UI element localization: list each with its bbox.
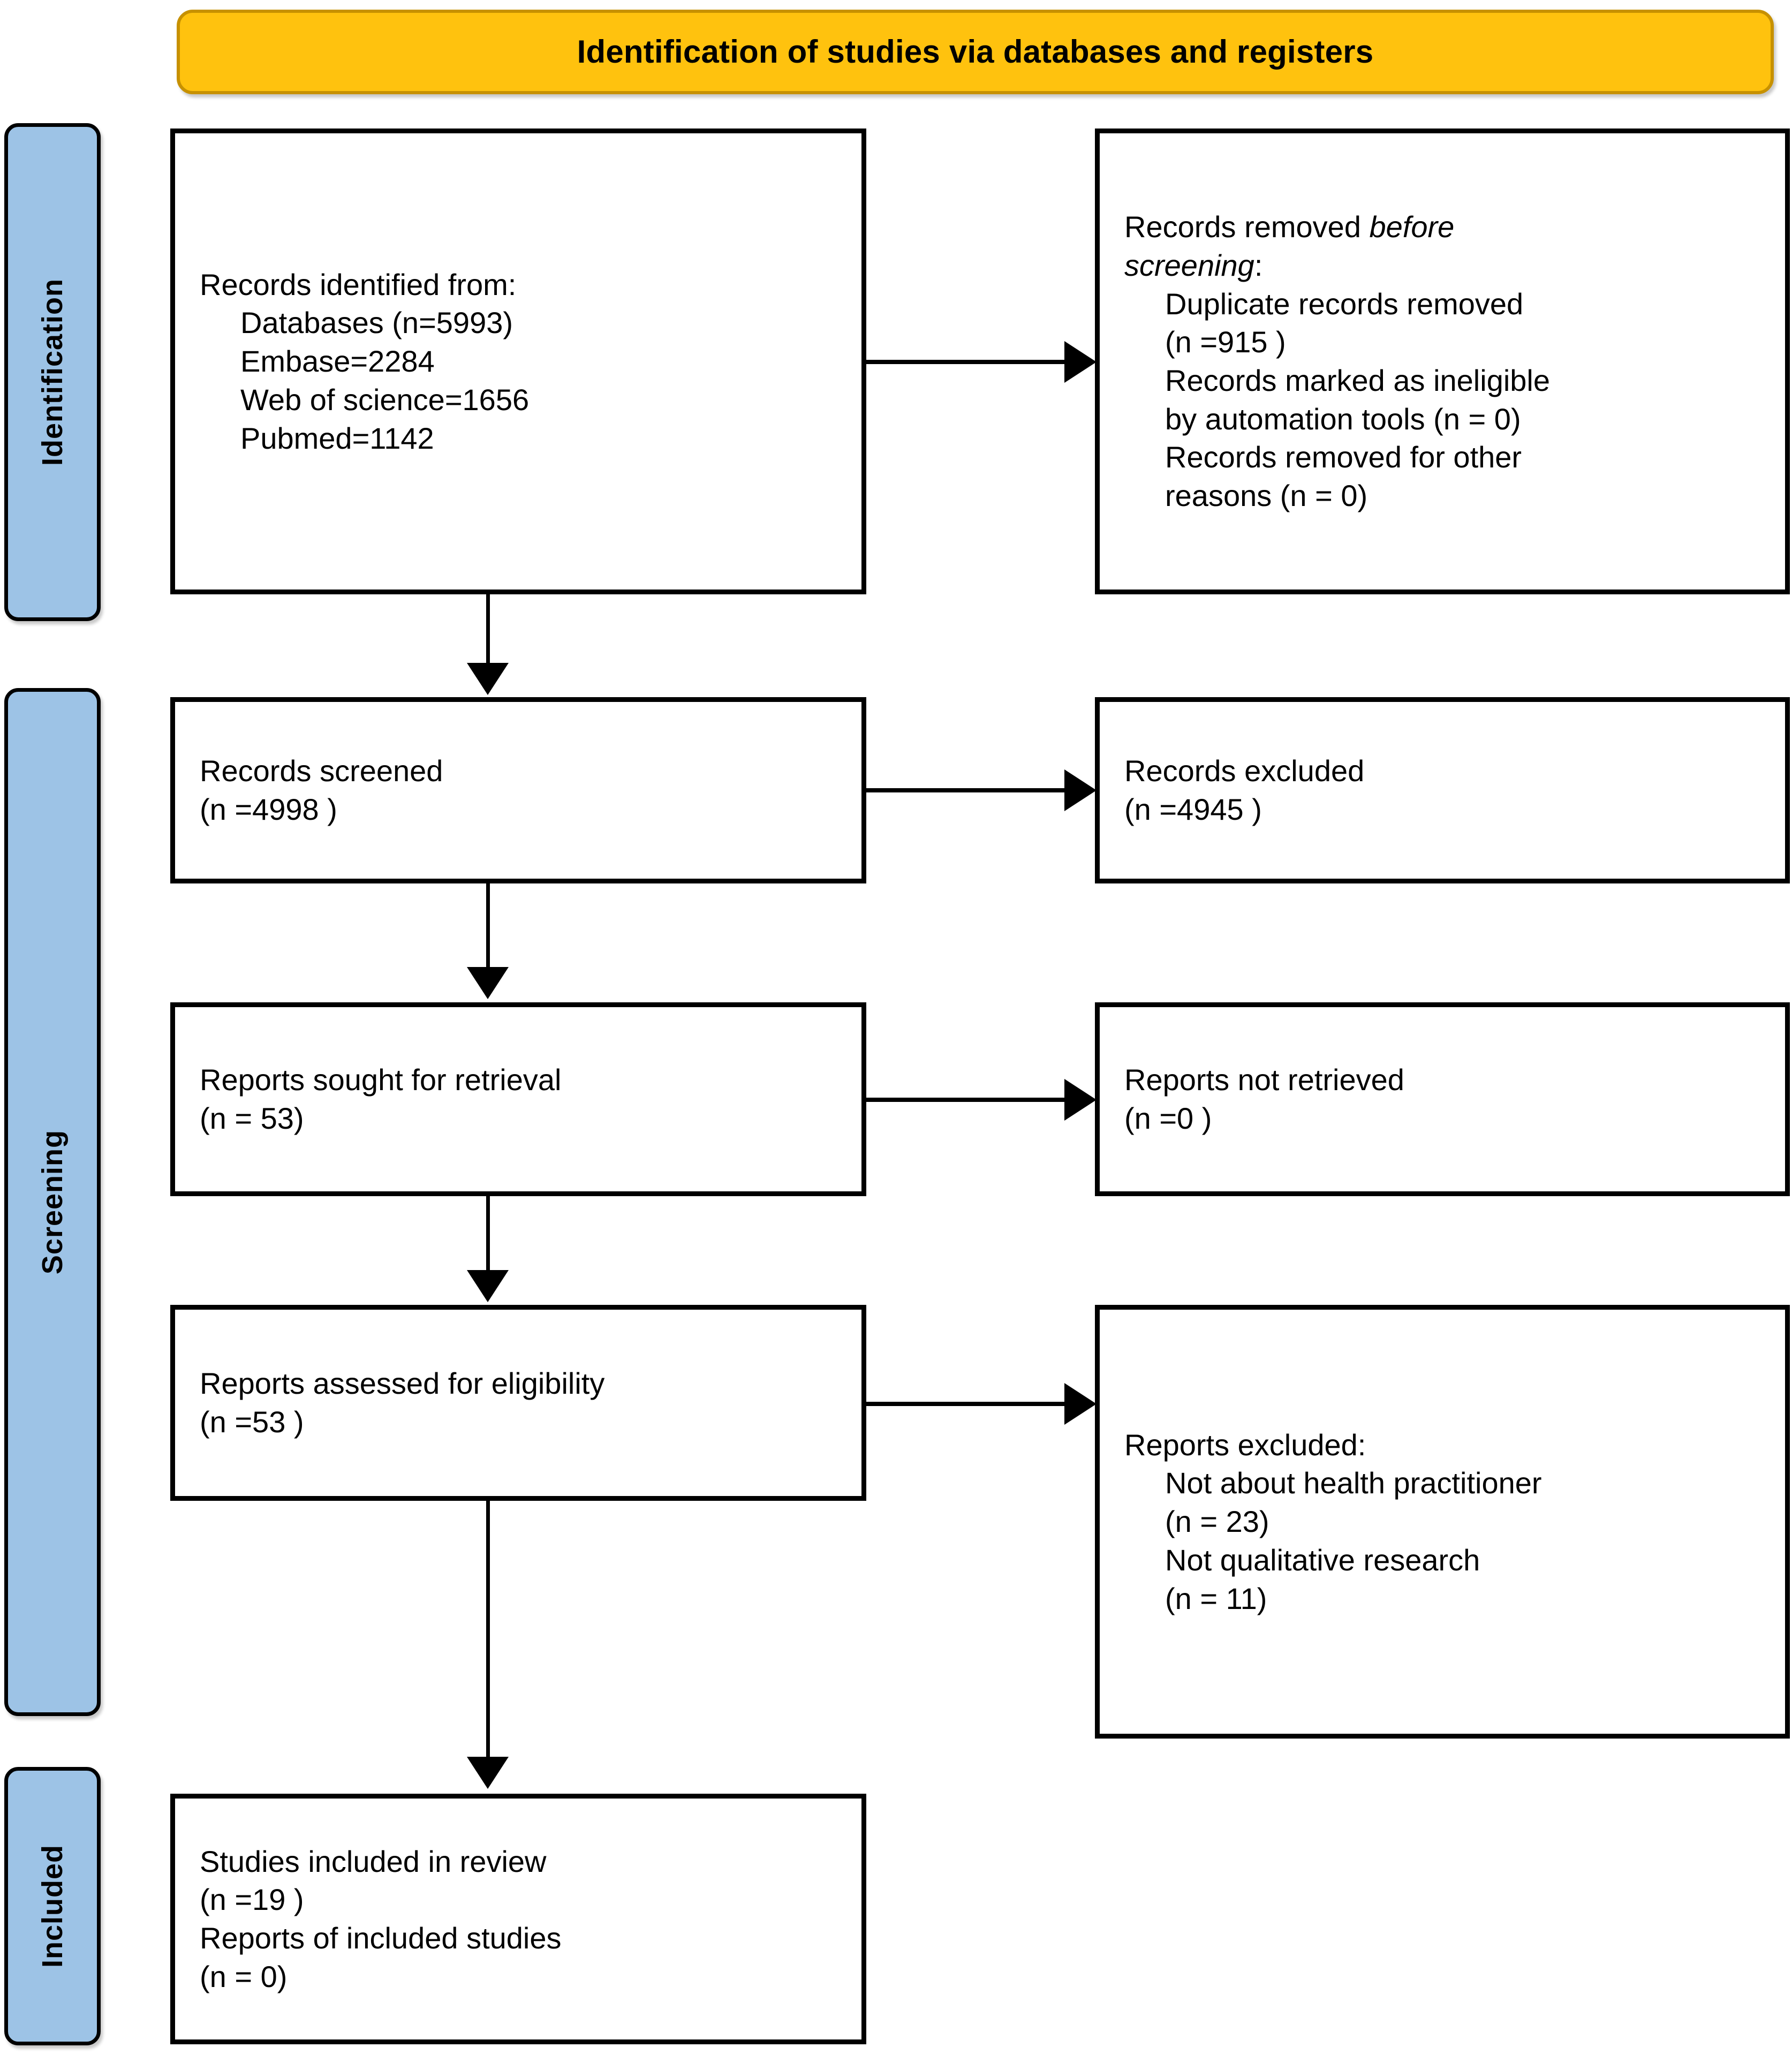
records-removed-line: reasons (n = 0) (1165, 479, 1368, 513)
records-screened-count: (n =4998 ) (200, 792, 337, 826)
reports-included-count: (n = 0) (200, 1959, 288, 1993)
connector-line-assessed-to-included (486, 1501, 490, 1758)
diagram-title-banner: Identification of studies via databases … (177, 10, 1774, 94)
arrowhead-down-icon (467, 1270, 509, 1302)
reports-excluded-line: Reports excluded: (1124, 1427, 1366, 1462)
stage-tab-included: Included (4, 1767, 101, 2045)
stage-tab-identification: Identification (4, 123, 101, 621)
reports-excluded-line: Not about health practitioner (1165, 1466, 1542, 1500)
connector-line-screened-to-excluded (866, 788, 1065, 792)
connector-line-sought-to-assessed (486, 1196, 490, 1271)
records-removed-line: (n =915 ) (1165, 325, 1286, 359)
box-records-excluded: Records excluded (n =4945 ) (1095, 697, 1790, 883)
box-records-identified: Records identified from: Databases (n=59… (170, 129, 866, 594)
records-removed-line: Records removed before (1124, 210, 1455, 244)
reports-assessed-count: (n =53 ) (200, 1405, 304, 1439)
reports-excluded-count: (n = 23) (1165, 1505, 1269, 1539)
reports-sought-line: Reports sought for retrieval (200, 1063, 562, 1097)
box-reports-not-retrieved: Reports not retrieved (n =0 ) (1095, 1002, 1790, 1196)
records-removed-line: Records removed for other (1165, 440, 1522, 474)
records-identified-line: Records identified from: (200, 267, 517, 301)
connector-line-assessed-to-reports-excluded (866, 1402, 1065, 1406)
connector-line-screened-to-sought (486, 883, 490, 968)
records-excluded-count: (n =4945 ) (1124, 792, 1262, 826)
arrowhead-down-icon (467, 967, 509, 999)
connector-line-identified-to-removed (866, 360, 1065, 364)
box-reports-excluded: Reports excluded: Not about health pract… (1095, 1305, 1790, 1739)
stage-tab-screening-label: Screening (36, 1129, 69, 1275)
box-reports-assessed-for-eligibility: Reports assessed for eligibility (n =53 … (170, 1305, 866, 1501)
connector-line-identified-to-screened (486, 594, 490, 664)
records-identified-line: Embase=2284 (240, 344, 435, 379)
studies-included-count: (n =19 ) (200, 1883, 304, 1917)
arrowhead-right-icon (1064, 1079, 1097, 1121)
box-records-removed-before-screening: Records removed before screening: Duplic… (1095, 129, 1790, 594)
box-reports-sought-for-retrieval: Reports sought for retrieval (n = 53) (170, 1002, 866, 1196)
reports-not-retrieved-count: (n =0 ) (1124, 1101, 1212, 1135)
records-identified-line: Databases (n=5993) (240, 306, 513, 340)
records-screened-line: Records screened (200, 754, 443, 788)
records-removed-line: Records marked as ineligible (1165, 364, 1551, 397)
studies-included-line: Studies included in review (200, 1844, 547, 1878)
box-records-screened: Records screened (n =4998 ) (170, 697, 866, 883)
reports-excluded-line: Not qualitative research (1165, 1543, 1480, 1577)
reports-included-line: Reports of included studies (200, 1921, 562, 1955)
stage-tab-screening: Screening (4, 688, 101, 1716)
diagram-title: Identification of studies via databases … (577, 34, 1374, 70)
records-excluded-line: Records excluded (1124, 754, 1365, 788)
stage-tab-included-label: Included (36, 1844, 69, 1968)
stage-tab-identification-label: Identification (36, 278, 69, 466)
reports-assessed-line: Reports assessed for eligibility (200, 1366, 605, 1401)
records-identified-line: Web of science=1656 (240, 382, 530, 417)
records-removed-line: by automation tools (n = 0) (1165, 402, 1521, 436)
arrowhead-down-icon (467, 663, 509, 695)
arrowhead-right-icon (1064, 1383, 1097, 1425)
arrowhead-down-icon (467, 1757, 509, 1789)
reports-sought-count: (n = 53) (200, 1101, 304, 1135)
connector-line-sought-to-not-retrieved (866, 1098, 1065, 1102)
reports-excluded-count: (n = 11) (1165, 1581, 1267, 1615)
records-identified-line: Pubmed=1142 (240, 421, 434, 455)
arrowhead-right-icon (1064, 769, 1097, 811)
records-removed-line: Duplicate records removed (1165, 286, 1524, 321)
arrowhead-right-icon (1064, 341, 1097, 383)
records-removed-line: screening: (1124, 248, 1263, 282)
reports-not-retrieved-line: Reports not retrieved (1124, 1063, 1404, 1097)
box-studies-included-in-review: Studies included in review (n =19 ) Repo… (170, 1794, 866, 2044)
